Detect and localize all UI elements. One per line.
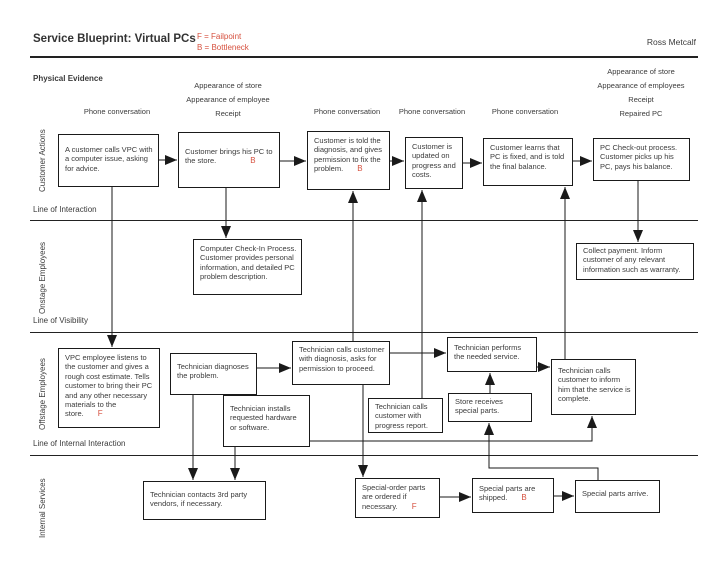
box-customer-updated: Customer is updated on progress and cost… xyxy=(405,137,463,189)
box-special-order-parts: Special-order parts are ordered if neces… xyxy=(355,478,440,518)
box-computer-checkin: Computer Check-In Process. Customer prov… xyxy=(193,239,302,295)
box-customer-learns-fixed: Customer learns that PC is fixed, and is… xyxy=(483,138,573,186)
box-pc-checkout: PC Check-out process. Customer picks up … xyxy=(593,138,690,181)
failpoint-marker: F xyxy=(97,409,103,419)
header-rule xyxy=(30,56,698,58)
box-parts-shipped: Special parts are shipped.B xyxy=(472,478,554,513)
box-customer-calls-vpc: A customer calls VPC with a computer iss… xyxy=(58,134,159,187)
evidence-col2: Appearance of store Appearance of employ… xyxy=(186,81,270,118)
box-collect-payment: Collect payment. Inform customer of any … xyxy=(576,243,694,280)
failpoint-bottleneck-legend: F = Failpoint B = Bottleneck xyxy=(197,31,249,53)
lane-offstage-employees: Offstage Employees xyxy=(38,358,47,430)
line-of-internal-interaction-label: Line of Internal Interaction xyxy=(33,439,126,448)
box-technician-calls-progress: Technician calls customer with progress … xyxy=(368,398,443,433)
box-parts-arrive: Special parts arrive. xyxy=(575,480,660,513)
box-technician-calls-complete: Technician calls customer to inform him … xyxy=(551,359,636,415)
line-of-interaction xyxy=(30,220,698,221)
line-of-interaction-label: Line of Interaction xyxy=(33,205,97,214)
lane-onstage-employees: Onstage Employees xyxy=(38,241,47,315)
evidence-col6: Appearance of store Appearance of employ… xyxy=(597,67,685,118)
lane-internal-services: Internal Services xyxy=(38,478,47,538)
evidence-col4: Phone conversation xyxy=(398,107,466,116)
bottleneck-marker: B xyxy=(357,164,363,174)
line-of-visibility xyxy=(30,332,698,333)
bottleneck-marker: B xyxy=(521,493,527,503)
line-of-internal-interaction xyxy=(30,455,698,456)
line-of-visibility-label: Line of Visibility xyxy=(33,316,88,325)
bottleneck-marker: B xyxy=(250,156,256,166)
box-technician-diagnoses: Technician diagnoses the problem. xyxy=(170,353,257,395)
lane-customer-actions: Customer Actions xyxy=(38,129,47,192)
evidence-col3: Phone conversation xyxy=(313,107,381,116)
page-title: Service Blueprint: Virtual PCs xyxy=(33,33,196,45)
box-technician-installs: Technician installs requested hardware o… xyxy=(223,395,310,447)
box-vpc-employee-listens: VPC employee listens to the customer and… xyxy=(58,348,160,428)
box-customer-brings-pc: Customer brings his PC to the store.B xyxy=(178,132,280,188)
evidence-col5: Phone conversation xyxy=(491,107,559,116)
box-told-diagnosis: Customer is told the diagnosis, and give… xyxy=(307,131,390,190)
evidence-col1: Phone conversation xyxy=(83,107,151,116)
legend-failpoint: F = Failpoint xyxy=(197,32,242,41)
failpoint-marker: F xyxy=(411,501,417,511)
physical-evidence-label: Physical Evidence xyxy=(33,74,103,83)
author-name: Ross Metcalf xyxy=(646,37,696,47)
box-store-receives-parts: Store receives special parts. xyxy=(448,393,532,422)
box-technician-performs-service: Technician performs the needed service. xyxy=(447,337,537,372)
box-contacts-3rd-party: Technician contacts 3rd party vendors, i… xyxy=(143,481,266,520)
legend-bottleneck: B = Bottleneck xyxy=(197,43,249,52)
box-technician-calls-diagnosis: Technician calls customer with diagnosis… xyxy=(292,341,390,385)
